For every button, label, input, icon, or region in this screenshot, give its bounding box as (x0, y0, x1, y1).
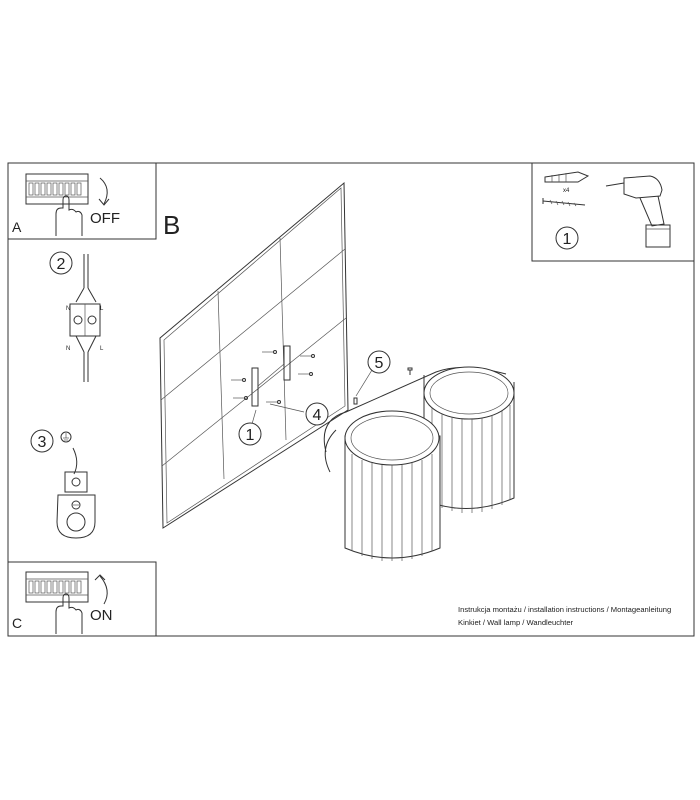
step-2-number: 2 (57, 256, 66, 273)
breaker-box-icon-c (25, 571, 89, 603)
earth-wire-icon (72, 447, 78, 475)
wall-tiles-illustration (159, 181, 349, 529)
screw-icon (542, 198, 586, 207)
panel-c-letter: C (12, 615, 22, 631)
on-label: ON (90, 607, 113, 624)
step-1-number-wall: 1 (246, 427, 255, 444)
wire-icon (75, 254, 97, 382)
earth-step: 3 (30, 429, 96, 539)
hand-icon-c (55, 593, 83, 634)
wall-lamp-illustration (323, 366, 515, 561)
mounting-bracket-icon (251, 345, 291, 407)
hand-icon (55, 195, 83, 236)
step-4-badge (305, 402, 329, 426)
neutral-bottom-label: N (66, 346, 70, 352)
step-2-badge (49, 251, 73, 275)
breaker-box-icon (25, 173, 89, 205)
live-top-label: L (100, 306, 104, 312)
quantity-label: x4 (563, 188, 570, 194)
wall-plug-icon (544, 171, 590, 183)
step-3-number: 3 (38, 434, 47, 451)
set-screw-icon (353, 367, 413, 405)
off-label: OFF (90, 210, 120, 227)
mounting-panel: B 1 4 5 (159, 181, 515, 561)
step-1-badge-wall (238, 422, 262, 446)
panel-a-power-off: A OFF (7, 162, 157, 240)
panel-c-frame (7, 561, 157, 637)
neutral-top-label: N (66, 306, 70, 312)
drill-kit-frame (531, 162, 695, 262)
earth-terminal-icon (56, 471, 96, 539)
terminal-block-icon (69, 303, 101, 337)
step-1-leader-line (251, 409, 257, 425)
instructions-footer-line-1: Instrukcja montażu / installation instru… (458, 605, 671, 614)
step-5-badge (367, 350, 391, 374)
step-3-badge (30, 429, 54, 453)
bracket-screws-icon (231, 350, 315, 404)
drill-icon (605, 175, 671, 248)
switch-down-arrow-icon (98, 177, 110, 206)
drill-kit-panel: x4 1 (531, 162, 695, 262)
wiring-step: 2 N L N L (49, 251, 104, 382)
step-5-number: 5 (375, 355, 384, 372)
step-4-leader-line (269, 403, 305, 413)
step-1-number-kit: 1 (563, 231, 572, 248)
step-4-number: 4 (313, 407, 322, 424)
instructions-footer-line-2: Kinkiet / Wall lamp / Wandleuchter (458, 618, 574, 627)
step-1-badge-kit (555, 226, 579, 250)
switch-up-arrow-icon (94, 574, 108, 605)
panel-b-letter: B (163, 210, 180, 240)
live-bottom-label: L (100, 346, 104, 352)
panel-a-frame (7, 162, 157, 240)
ground-symbol-icon (60, 431, 72, 443)
panel-c-power-on: C ON (7, 561, 157, 637)
sheet-frame (7, 162, 695, 637)
step-5-leader-line (355, 369, 373, 397)
panel-a-letter: A (12, 219, 22, 235)
